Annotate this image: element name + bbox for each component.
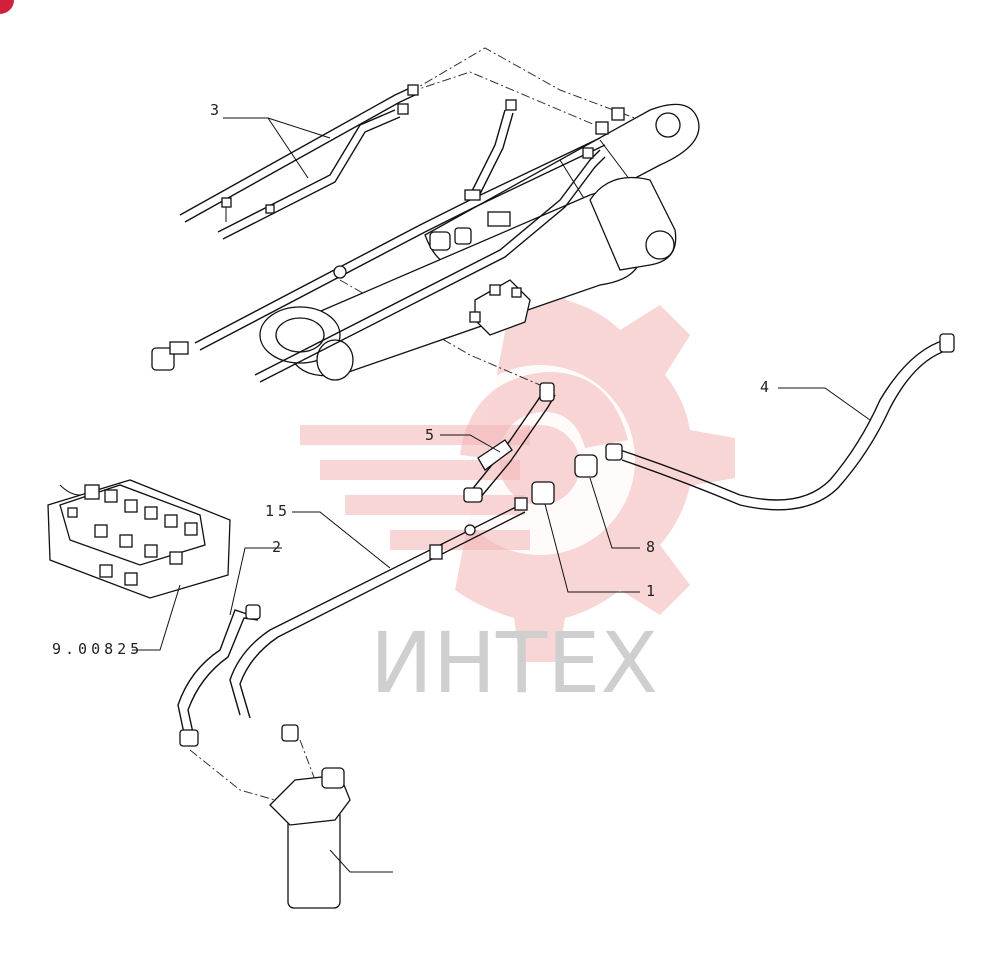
boom-cylinder-assembly [151,47,700,386]
leader-lines [132,117,871,873]
part-5-pipe [463,382,556,503]
part-15-pipe [229,497,528,742]
part-1-coupler [531,481,555,505]
control-valve-block [47,479,231,599]
corner-badge [0,0,14,14]
callout-3: 3 [210,101,223,119]
filter-assembly [189,739,351,909]
callout-5: 5 [425,426,438,444]
callout-2: 2 [272,538,285,556]
callout-15: 15 [265,502,291,520]
part-4-hose [605,333,955,511]
watermark-text: ИНТЕХ [370,614,658,712]
part-3-pipes [179,84,419,240]
callout-ref-9-00825: 9.00825 [52,640,143,658]
part-8-fitting [574,454,598,478]
watermark-logo: ИНТЕХ [300,255,735,712]
part-2-pipe [177,604,261,747]
callout-4: 4 [760,378,773,396]
callout-1: 1 [646,582,659,600]
callout-8: 8 [646,538,659,556]
